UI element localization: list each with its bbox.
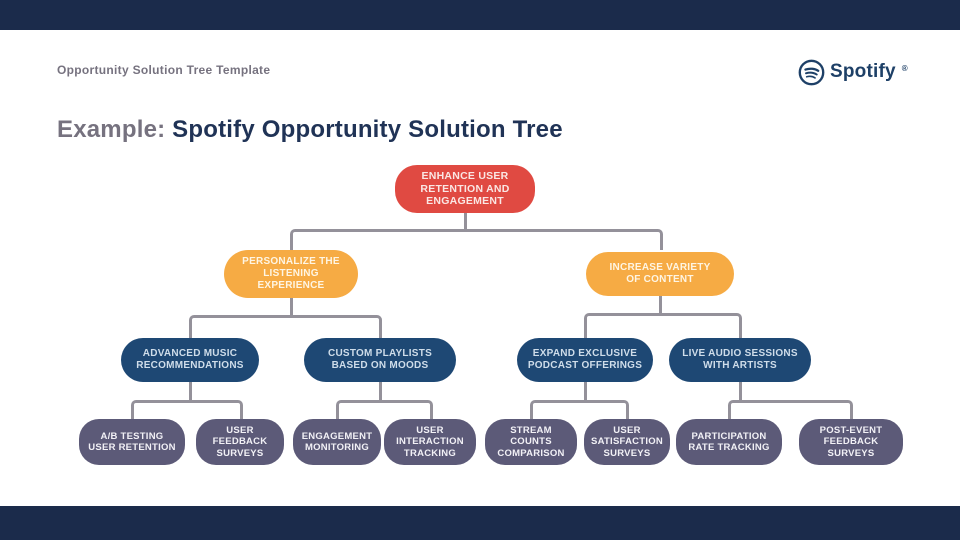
tree-node-experiment-8: POST-EVENT FEEDBACK SURVEYS xyxy=(799,419,903,465)
spotify-wordmark: Spotify xyxy=(830,61,896,82)
connector-solution4-bracket xyxy=(727,400,853,419)
page-title-prefix: Example: xyxy=(57,116,166,143)
tree-node-experiment-7: PARTICIPATION RATE TRACKING xyxy=(676,419,782,465)
tree-node-solution-2: CUSTOM PLAYLISTS BASED ON MOODS xyxy=(304,338,456,382)
tree-node-solution-4: LIVE AUDIO SESSIONS WITH ARTISTS xyxy=(669,338,811,382)
connector-solution3-bracket xyxy=(529,400,629,419)
template-label: Opportunity Solution Tree Template xyxy=(57,63,271,77)
spotify-logo: Spotify ® xyxy=(798,57,908,87)
top-letterbox-bar xyxy=(0,0,960,30)
connector-root-stub xyxy=(463,213,467,230)
tree-node-experiment-2: USER FEEDBACK SURVEYS xyxy=(196,419,284,465)
tree-node-outcome: ENHANCE USER RETENTION AND ENGAGEMENT xyxy=(395,165,535,213)
page-title: Example: Spotify Opportunity Solution Tr… xyxy=(57,116,563,144)
bottom-letterbox-bar xyxy=(0,506,960,540)
tree-node-experiment-5: STREAM COUNTS COMPARISON xyxy=(485,419,577,465)
tree-node-experiment-4: USER INTERACTION TRACKING xyxy=(384,419,476,465)
connector-solution1-stub xyxy=(188,382,192,401)
tree-node-opportunity-2: INCREASE VARIETY OF CONTENT xyxy=(586,252,734,296)
connector-solution1-bracket xyxy=(130,400,243,419)
tree-node-experiment-1: A/B TESTING USER RETENTION xyxy=(79,419,185,465)
tree-node-opportunity-1: PERSONALIZE THE LISTENING EXPERIENCE xyxy=(224,250,358,298)
spotify-icon xyxy=(798,59,825,86)
connector-opportunity2-stub xyxy=(658,296,662,314)
connector-opportunity2-bracket xyxy=(583,313,742,338)
page-title-main: Spotify Opportunity Solution Tree xyxy=(165,116,563,143)
tree-node-solution-1: ADVANCED MUSIC RECOMMENDATIONS xyxy=(121,338,259,382)
connector-root-bracket xyxy=(289,229,663,250)
connector-solution3-stub xyxy=(583,382,587,401)
connector-solution2-stub xyxy=(378,382,382,401)
connector-opportunity1-bracket xyxy=(188,315,382,338)
tree-node-experiment-3: ENGAGEMENT MONITORING xyxy=(293,419,381,465)
connector-opportunity1-stub xyxy=(289,298,293,316)
tree-node-experiment-6: USER SATISFACTION SURVEYS xyxy=(584,419,670,465)
connector-solution4-stub xyxy=(738,382,742,401)
tree-node-solution-3: EXPAND EXCLUSIVE PODCAST OFFERINGS xyxy=(517,338,653,382)
registered-trademark-symbol: ® xyxy=(901,63,908,73)
connector-solution2-bracket xyxy=(335,400,433,419)
